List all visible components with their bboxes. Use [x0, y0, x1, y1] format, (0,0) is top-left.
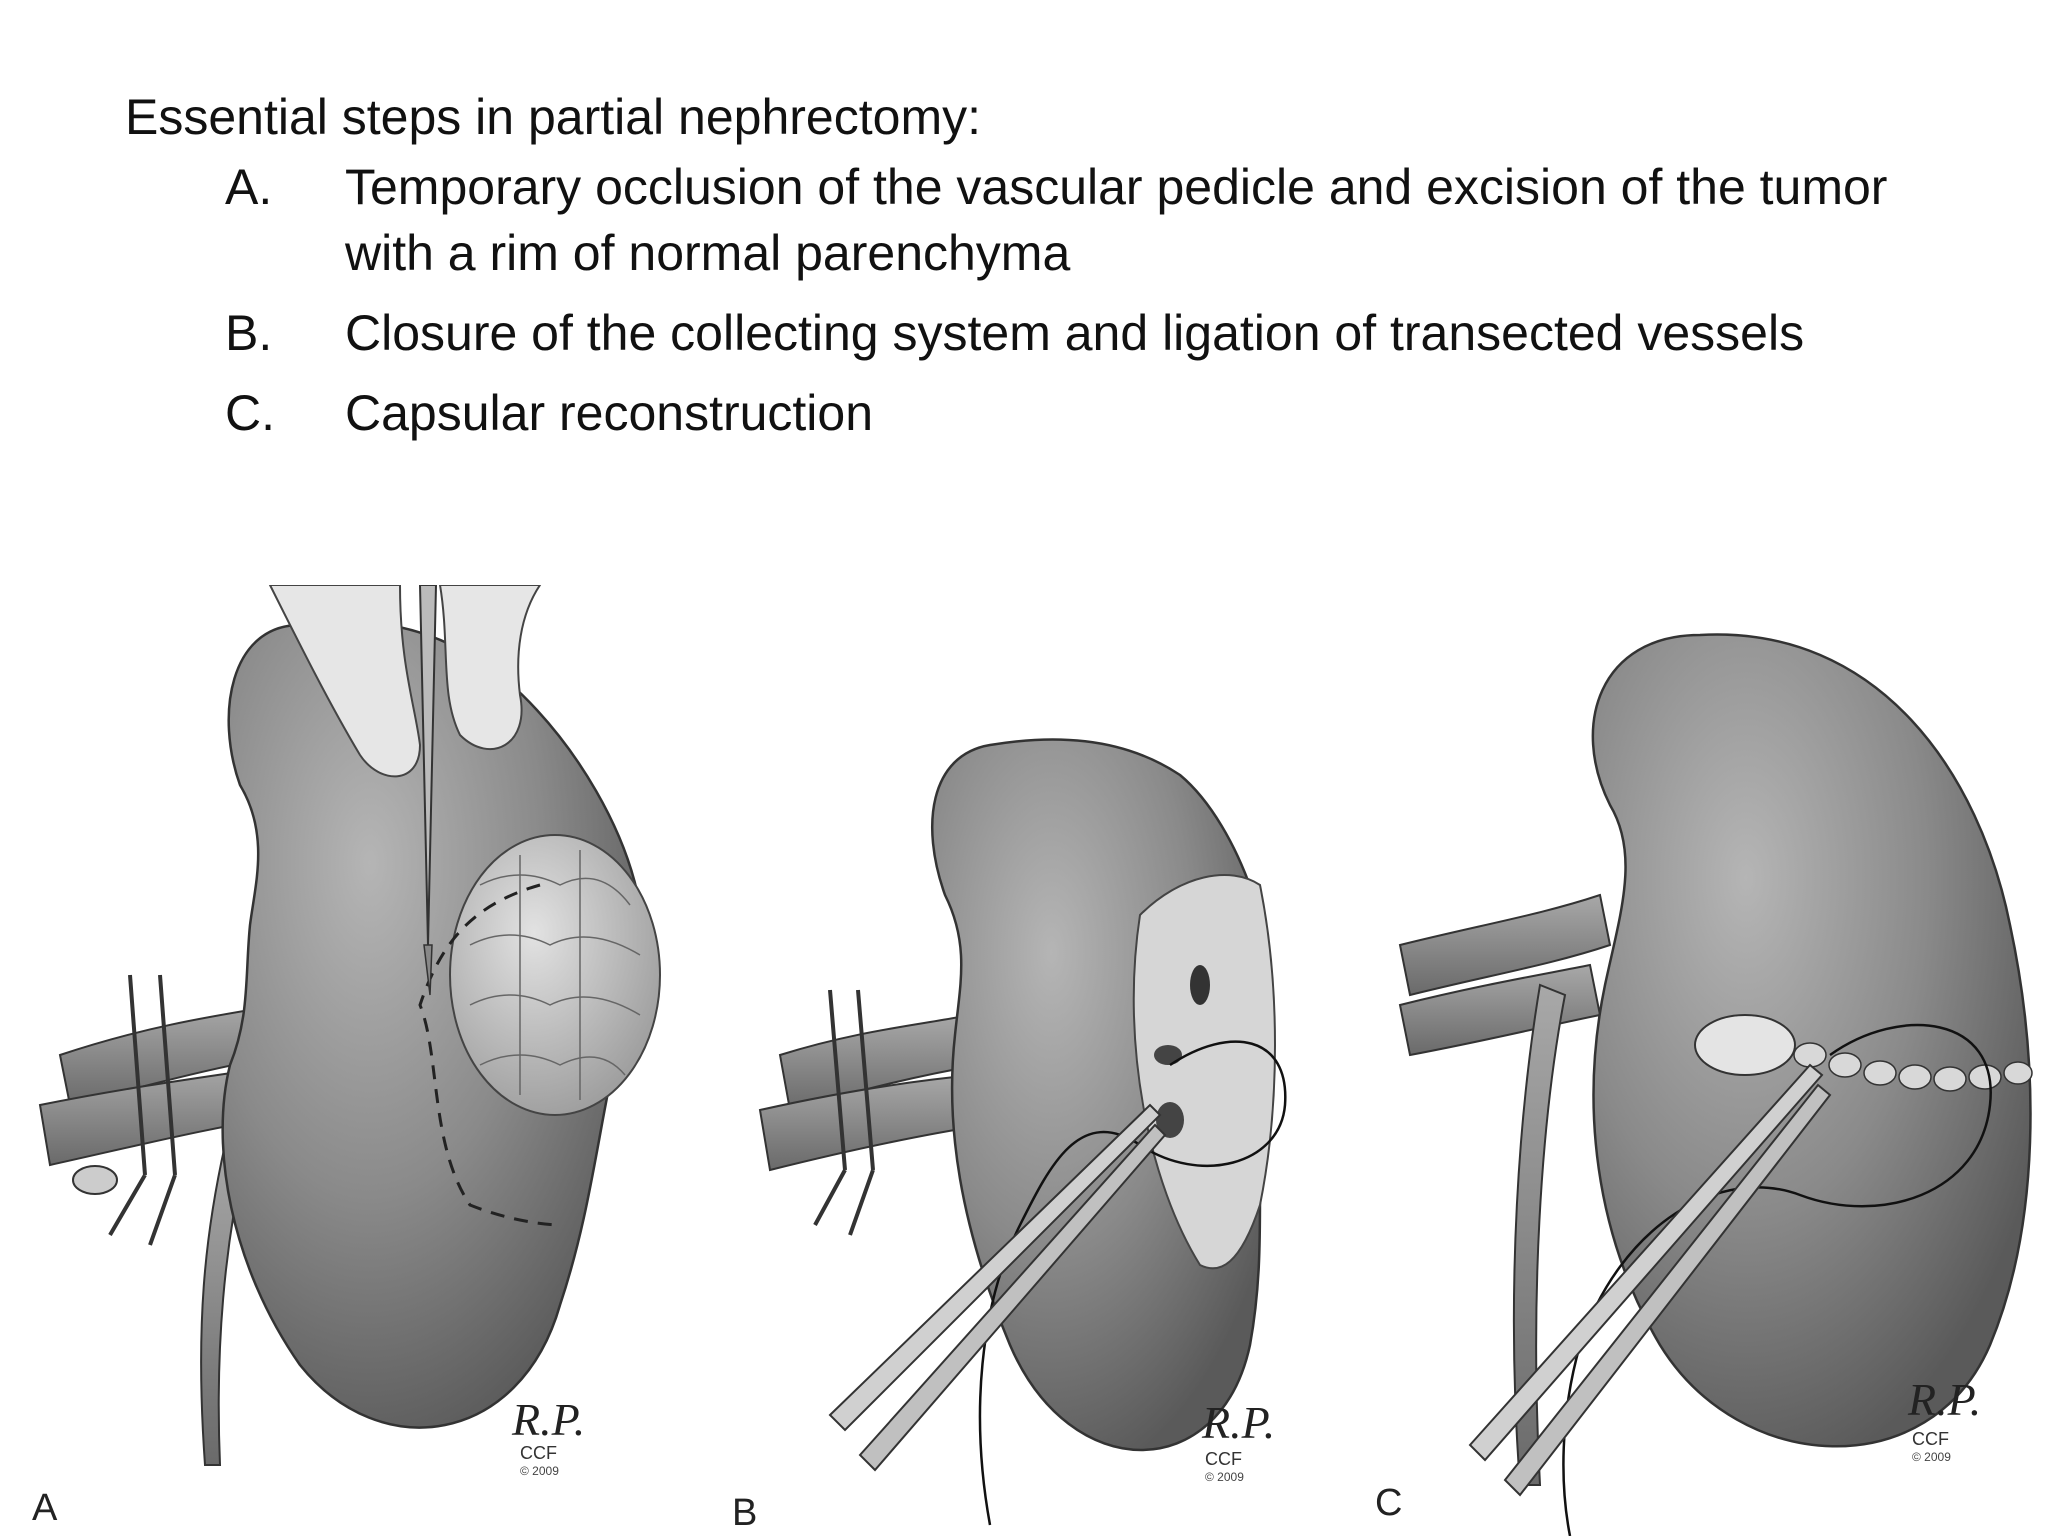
ccf-credit: CCF	[1912, 1429, 1949, 1449]
step-item: C. Capsular reconstruction	[125, 380, 1985, 446]
glove-finger-icon	[268, 585, 422, 778]
needle-holder-icon	[1468, 1063, 1824, 1462]
glove-thumb-icon	[438, 585, 542, 751]
panel-label-a: A	[32, 1487, 58, 1529]
clamp-ring-icon	[72, 1165, 118, 1195]
scalpel-icon	[418, 585, 438, 946]
steps-list: A. Temporary occlusion of the vascular p…	[125, 154, 1985, 446]
step-text: Capsular reconstruction	[345, 385, 874, 441]
kidney-icon	[221, 620, 644, 1429]
vascular-clamp-icon	[108, 974, 177, 1246]
capsular-sutures-icon	[1793, 1042, 2033, 1092]
vascular-clamp-icon	[813, 989, 875, 1236]
ccf-credit: CCF	[520, 1443, 557, 1463]
collecting-system-icon	[1190, 965, 1210, 1005]
partial-nephrectomy-illustration: A R.P. CCF © 2009 B R.P. CCF ©	[0, 585, 2048, 1536]
ureter-icon	[200, 1143, 247, 1466]
panel-label-c: C	[1375, 1482, 1402, 1524]
copyright-text: © 2009	[1205, 1470, 1244, 1484]
artist-signature: R.P.	[511, 1394, 585, 1445]
illustration-svg: A R.P. CCF © 2009 B R.P. CCF ©	[32, 585, 2033, 1536]
panel-c: C R.P. CCF © 2009	[1375, 633, 2033, 1536]
panel-label-b: B	[732, 1492, 757, 1534]
ccf-credit: CCF	[1205, 1449, 1242, 1469]
slide-heading: Essential steps in partial nephrectomy:	[125, 89, 981, 145]
step-letter: A.	[225, 159, 273, 215]
panel-a: A R.P. CCF © 2009	[32, 585, 661, 1529]
step-text: Closure of the collecting system and lig…	[345, 305, 1805, 361]
tumor-icon	[449, 834, 661, 1116]
artist-signature: R.P.	[1201, 1397, 1275, 1448]
step-letter: C.	[225, 385, 275, 441]
copyright-text: © 2009	[520, 1464, 559, 1478]
renal-artery-icon	[1398, 893, 1612, 997]
copyright-text: © 2009	[1912, 1450, 1951, 1464]
step-item: B. Closure of the collecting system and …	[125, 300, 1985, 366]
artist-signature: R.P.	[1907, 1374, 1981, 1425]
panel-b: B R.P. CCF © 2009	[732, 738, 1287, 1534]
step-letter: B.	[225, 305, 273, 361]
step-item: A. Temporary occlusion of the vascular p…	[125, 154, 1985, 286]
step-text: Temporary occlusion of the vascular pedi…	[345, 159, 1888, 281]
excision-line-icon	[418, 883, 561, 1227]
slide-text: Essential steps in partial nephrectomy: …	[125, 86, 1985, 460]
kidney-icon	[1591, 633, 2032, 1448]
suture-thread-icon	[1562, 1023, 1992, 1536]
needle-holder-icon	[828, 1103, 1162, 1432]
bolster-icon	[1694, 1014, 1796, 1076]
ureter-icon	[1512, 983, 1567, 1486]
